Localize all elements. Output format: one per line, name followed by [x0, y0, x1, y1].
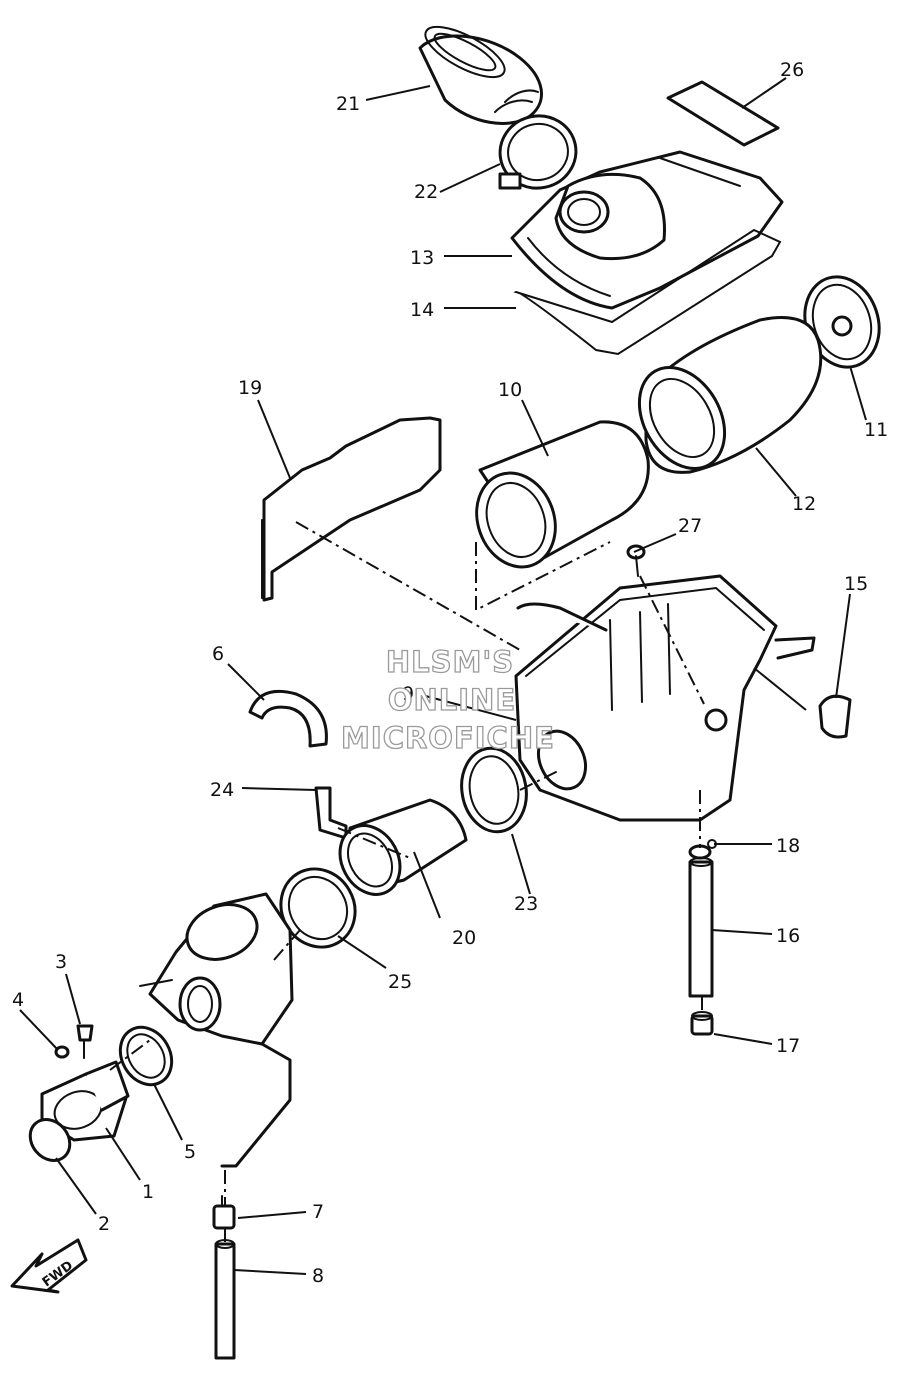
- callout-14[interactable]: 14: [410, 299, 434, 321]
- watermark-line-2: ONLINE: [388, 683, 516, 717]
- part-26-label-decal[interactable]: [666, 80, 780, 147]
- callout-1[interactable]: 1: [142, 1181, 154, 1203]
- part-12-outer-element[interactable]: [622, 316, 823, 484]
- callout-18[interactable]: 18: [776, 835, 800, 857]
- callout-19[interactable]: 19: [238, 377, 262, 399]
- callout-15[interactable]: 15: [844, 573, 868, 595]
- callout-5[interactable]: 5: [184, 1141, 196, 1163]
- callout-9[interactable]: 9: [402, 683, 414, 705]
- part-9-air-filter-case[interactable]: [514, 574, 816, 822]
- part-5-hose-clamp[interactable]: [110, 1018, 182, 1094]
- callout-26[interactable]: 26: [780, 59, 804, 81]
- callout-13[interactable]: 13: [410, 247, 434, 269]
- callout-12[interactable]: 12: [792, 493, 816, 515]
- callout-7[interactable]: 7: [312, 1201, 324, 1223]
- part-23-hose-clamp[interactable]: [455, 743, 533, 837]
- part-20-carburetor-joint[interactable]: [328, 798, 468, 905]
- watermark-line-3: MICROFICHE: [341, 721, 555, 755]
- part-16-drain-hose[interactable]: [688, 857, 714, 998]
- part-21-intake-duct[interactable]: [418, 17, 543, 125]
- callout-8[interactable]: 8: [312, 1265, 324, 1287]
- callout-10[interactable]: 10: [498, 379, 522, 401]
- callout-20[interactable]: 20: [452, 927, 476, 949]
- leader-lines: [19, 77, 867, 1275]
- part-13-case-cap[interactable]: [510, 150, 784, 310]
- callout-24[interactable]: 24: [210, 779, 234, 801]
- watermark: HLSM'S ONLINE MICROFICHE: [340, 644, 555, 755]
- callout-numbers: 1 2 3 4 5 6 7 8 9 10 11 12 13 14 15 16 1…: [12, 59, 888, 1287]
- watermark-line-1: HLSM'S: [386, 645, 514, 679]
- part-3-screw[interactable]: [76, 1024, 94, 1059]
- callout-23[interactable]: 23: [514, 893, 538, 915]
- callout-22[interactable]: 22: [414, 181, 438, 203]
- callout-11[interactable]: 11: [864, 419, 888, 441]
- callout-6[interactable]: 6: [212, 643, 224, 665]
- callout-25[interactable]: 25: [388, 971, 412, 993]
- part-11-end-cover[interactable]: [794, 267, 891, 377]
- part-8-hose[interactable]: [214, 1239, 236, 1360]
- fwd-arrow-icon: [10, 1238, 88, 1294]
- part-6-hose[interactable]: [248, 689, 328, 748]
- callout-27[interactable]: 27: [678, 515, 702, 537]
- part-10-element[interactable]: [464, 420, 650, 578]
- callout-17[interactable]: 17: [776, 1035, 800, 1057]
- part-4-washer[interactable]: [54, 1045, 70, 1059]
- part-19-cover-plate[interactable]: [261, 416, 442, 602]
- callout-3[interactable]: 3: [55, 951, 67, 973]
- callout-16[interactable]: 16: [776, 925, 800, 947]
- part-24-elbow-joint[interactable]: [314, 786, 348, 840]
- part-2-o-ring[interactable]: [22, 1112, 78, 1169]
- callout-2[interactable]: 2: [98, 1213, 110, 1235]
- callout-21[interactable]: 21: [336, 93, 360, 115]
- part-22-hose-clamp[interactable]: [493, 109, 582, 195]
- forward-direction-arrow: FWD: [10, 1238, 88, 1294]
- part-15-clip[interactable]: [818, 694, 852, 739]
- part-18-clip[interactable]: [688, 839, 717, 860]
- assembly-reference-lines: [109, 521, 705, 1244]
- callout-4[interactable]: 4: [12, 989, 24, 1011]
- part-14-gasket[interactable]: [513, 228, 782, 356]
- carburetor-assembly[interactable]: [139, 892, 294, 1168]
- part-1-intake-joint[interactable]: [40, 1060, 130, 1142]
